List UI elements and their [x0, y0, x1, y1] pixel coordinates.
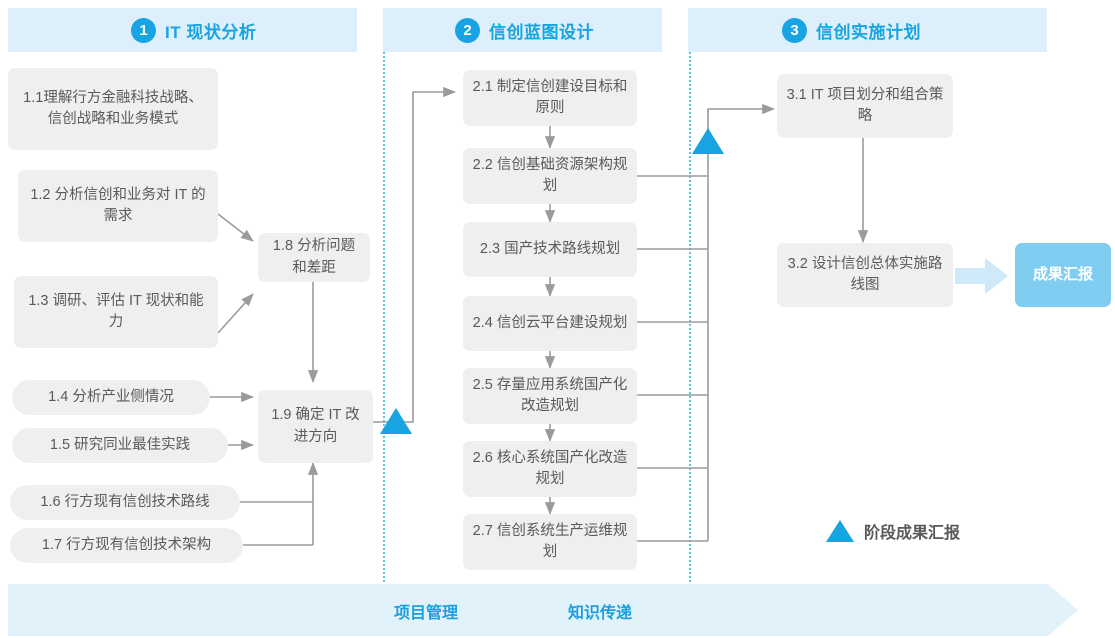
task-box-1-1[interactable]: 1.1理解行方金融科技战略、信创战略和业务模式 — [8, 68, 218, 150]
task-label: 1.3 调研、评估 IT 现状和能力 — [28, 292, 204, 330]
task-box-2-7[interactable]: 2.7 信创系统生产运维规划 — [463, 514, 637, 570]
phase-divider-1 — [383, 52, 385, 582]
phase-band-2 — [383, 8, 688, 52]
result-label: 成果汇报 — [1032, 265, 1093, 283]
task-label: 2.1 制定信创建设目标和原则 — [472, 78, 628, 116]
legend-milestone: 阶段成果汇报 — [826, 519, 960, 543]
bottom-label-project-management[interactable]: 项目管理 — [394, 599, 458, 623]
task-label: 1.9 确定 IT 改进方向 — [271, 407, 360, 445]
bottom-item-label: 知识传递 — [568, 605, 633, 622]
task-box-2-6[interactable]: 2.6 核心系统国产化改造规划 — [463, 441, 637, 497]
task-label: 1.2 分析信创和业务对 IT 的需求 — [30, 186, 206, 224]
task-box-1-5[interactable]: 1.5 研究同业最佳实践 — [12, 428, 228, 463]
task-box-2-5[interactable]: 2.5 存量应用系统国产化改造规划 — [463, 368, 637, 424]
task-box-1-9[interactable]: 1.9 确定 IT 改进方向 — [258, 390, 373, 463]
bottom-label-knowledge-transfer[interactable]: 知识传递 — [568, 599, 632, 623]
task-label: 2.2 信创基础资源架构规划 — [472, 156, 628, 194]
phase-band-3 — [688, 8, 1073, 52]
task-box-1-6[interactable]: 1.6 行方现有信创技术路线 — [10, 485, 240, 520]
task-box-2-4[interactable]: 2.4 信创云平台建设规划 — [463, 296, 637, 351]
task-box-1-7[interactable]: 1.7 行方现有信创技术架构 — [10, 528, 243, 563]
task-label: 1.8 分析问题和差距 — [272, 238, 356, 276]
task-box-2-3[interactable]: 2.3 国产技术路线规划 — [463, 222, 637, 277]
milestone-triangle-phase1 — [380, 408, 412, 434]
task-label: 1.5 研究同业最佳实践 — [49, 436, 191, 453]
legend-label: 阶段成果汇报 — [864, 525, 961, 542]
task-label: 1.4 分析产业侧情况 — [48, 388, 174, 405]
task-label: 1.6 行方现有信创技术路线 — [40, 493, 210, 510]
task-label: 1.1理解行方金融科技战略、信创战略和业务模式 — [23, 89, 203, 127]
task-box-2-1[interactable]: 2.1 制定信创建设目标和原则 — [463, 70, 637, 126]
task-label: 2.6 核心系统国产化改造规划 — [472, 449, 628, 487]
task-label: 2.3 国产技术路线规划 — [479, 240, 621, 257]
bottom-item-label: 项目管理 — [394, 605, 459, 622]
task-box-1-8[interactable]: 1.8 分析问题和差距 — [258, 233, 370, 282]
task-label: 2.4 信创云平台建设规划 — [472, 314, 628, 331]
task-label: 1.7 行方现有信创技术架构 — [41, 536, 212, 553]
task-box-1-2[interactable]: 1.2 分析信创和业务对 IT 的需求 — [18, 170, 218, 242]
triangle-icon — [826, 520, 854, 542]
task-box-3-2[interactable]: 3.2 设计信创总体实施路线图 — [777, 243, 953, 307]
task-label: 3.2 设计信创总体实施路线图 — [787, 255, 943, 293]
phase-divider-2 — [689, 52, 691, 582]
phase-band-1 — [8, 8, 383, 52]
milestone-triangle-phase2 — [692, 128, 724, 154]
task-label: 2.7 信创系统生产运维规划 — [472, 522, 628, 560]
task-label: 2.5 存量应用系统国产化改造规划 — [472, 376, 628, 414]
task-box-2-2[interactable]: 2.2 信创基础资源架构规划 — [463, 148, 637, 204]
result-report-chip[interactable]: 成果汇报 — [1015, 243, 1111, 307]
task-label: 3.1 IT 项目划分和组合策略 — [786, 86, 944, 124]
task-box-1-4[interactable]: 1.4 分析产业侧情况 — [12, 380, 210, 415]
task-box-1-3[interactable]: 1.3 调研、评估 IT 现状和能力 — [14, 276, 218, 348]
phase-chevron-3-tip — [1047, 8, 1087, 52]
task-box-3-1[interactable]: 3.1 IT 项目划分和组合策略 — [777, 74, 953, 138]
